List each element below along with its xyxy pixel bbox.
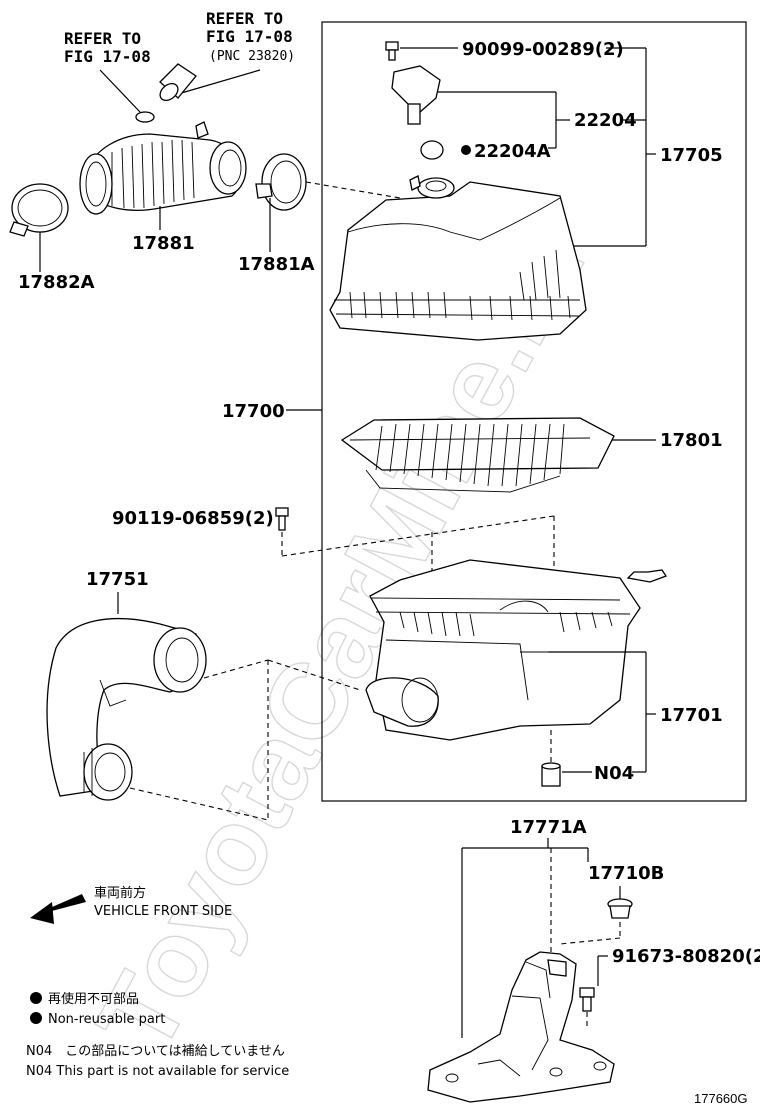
assembly-box [321,21,747,802]
ref-left: REFER TO FIG 17-08 [64,29,151,66]
legend-jp: 再使用不可部品 [48,991,139,1007]
air-inlet [46,618,207,801]
label-bolt-top: 90099-00289(2) [462,39,624,60]
label-22204: 22204 [574,110,637,131]
note-en: N04 This part is not available for servi… [26,1064,289,1079]
clamp-17882a [9,183,69,237]
gasket-22204a [420,140,444,160]
label-17882a: 17882A [18,272,95,293]
label-22204a: 22204A [474,141,551,162]
svg-text:REFER TO: REFER TO [206,9,283,28]
ref-right: REFER TO FIG 17-08 (PNC 23820) [206,9,295,64]
direction-jp: 車両前方 [94,885,146,901]
filter-element [340,417,615,493]
label-17881: 17881 [132,233,195,254]
intake-hose [79,121,247,215]
airflow-sensor [391,65,441,125]
legend-dot-jp [30,992,42,1004]
cleaner-cap [329,175,587,341]
nonreusable-mark [461,145,471,155]
grommet-n04 [541,762,561,787]
label-n04: N04 [594,763,634,784]
direction-en: VEHICLE FRONT SIDE [94,904,232,919]
svg-text:(PNC 23820): (PNC 23820) [209,49,295,64]
cleaner-case [365,559,667,741]
bolt-bottom [579,987,595,1012]
pipe-stub-ref [159,63,197,102]
label-17710b: 17710B [588,863,664,884]
clamp-17881a [255,153,307,211]
legend-dot-en [30,1012,42,1024]
front-arrow-icon [30,894,86,924]
bracket-17771a [427,951,615,1103]
bolt-mid [275,507,289,531]
label-17881a: 17881A [238,254,315,275]
label-17705: 17705 [660,145,723,166]
label-17771a: 17771A [510,817,587,838]
svg-text:FIG 17-08: FIG 17-08 [64,47,151,66]
bolt-top [385,41,399,61]
svg-text:FIG 17-08: FIG 17-08 [206,27,293,46]
label-17700: 17700 [222,401,285,422]
legend-en: Non-reusable part [48,1012,165,1027]
label-bolt-bottom: 91673-80820(2) [612,946,760,967]
svg-text:REFER TO: REFER TO [64,29,141,48]
o-ring-ref [135,111,155,123]
note-jp: N04 この部品については補給していません [26,1044,285,1059]
label-17801: 17801 [660,430,723,451]
figure-code: 177660G [694,1091,748,1106]
cushion-17710b [607,898,633,919]
label-bolt-mid: 90119-06859(2) [112,508,274,529]
label-17751: 17751 [86,569,149,590]
label-17701: 17701 [660,705,723,726]
